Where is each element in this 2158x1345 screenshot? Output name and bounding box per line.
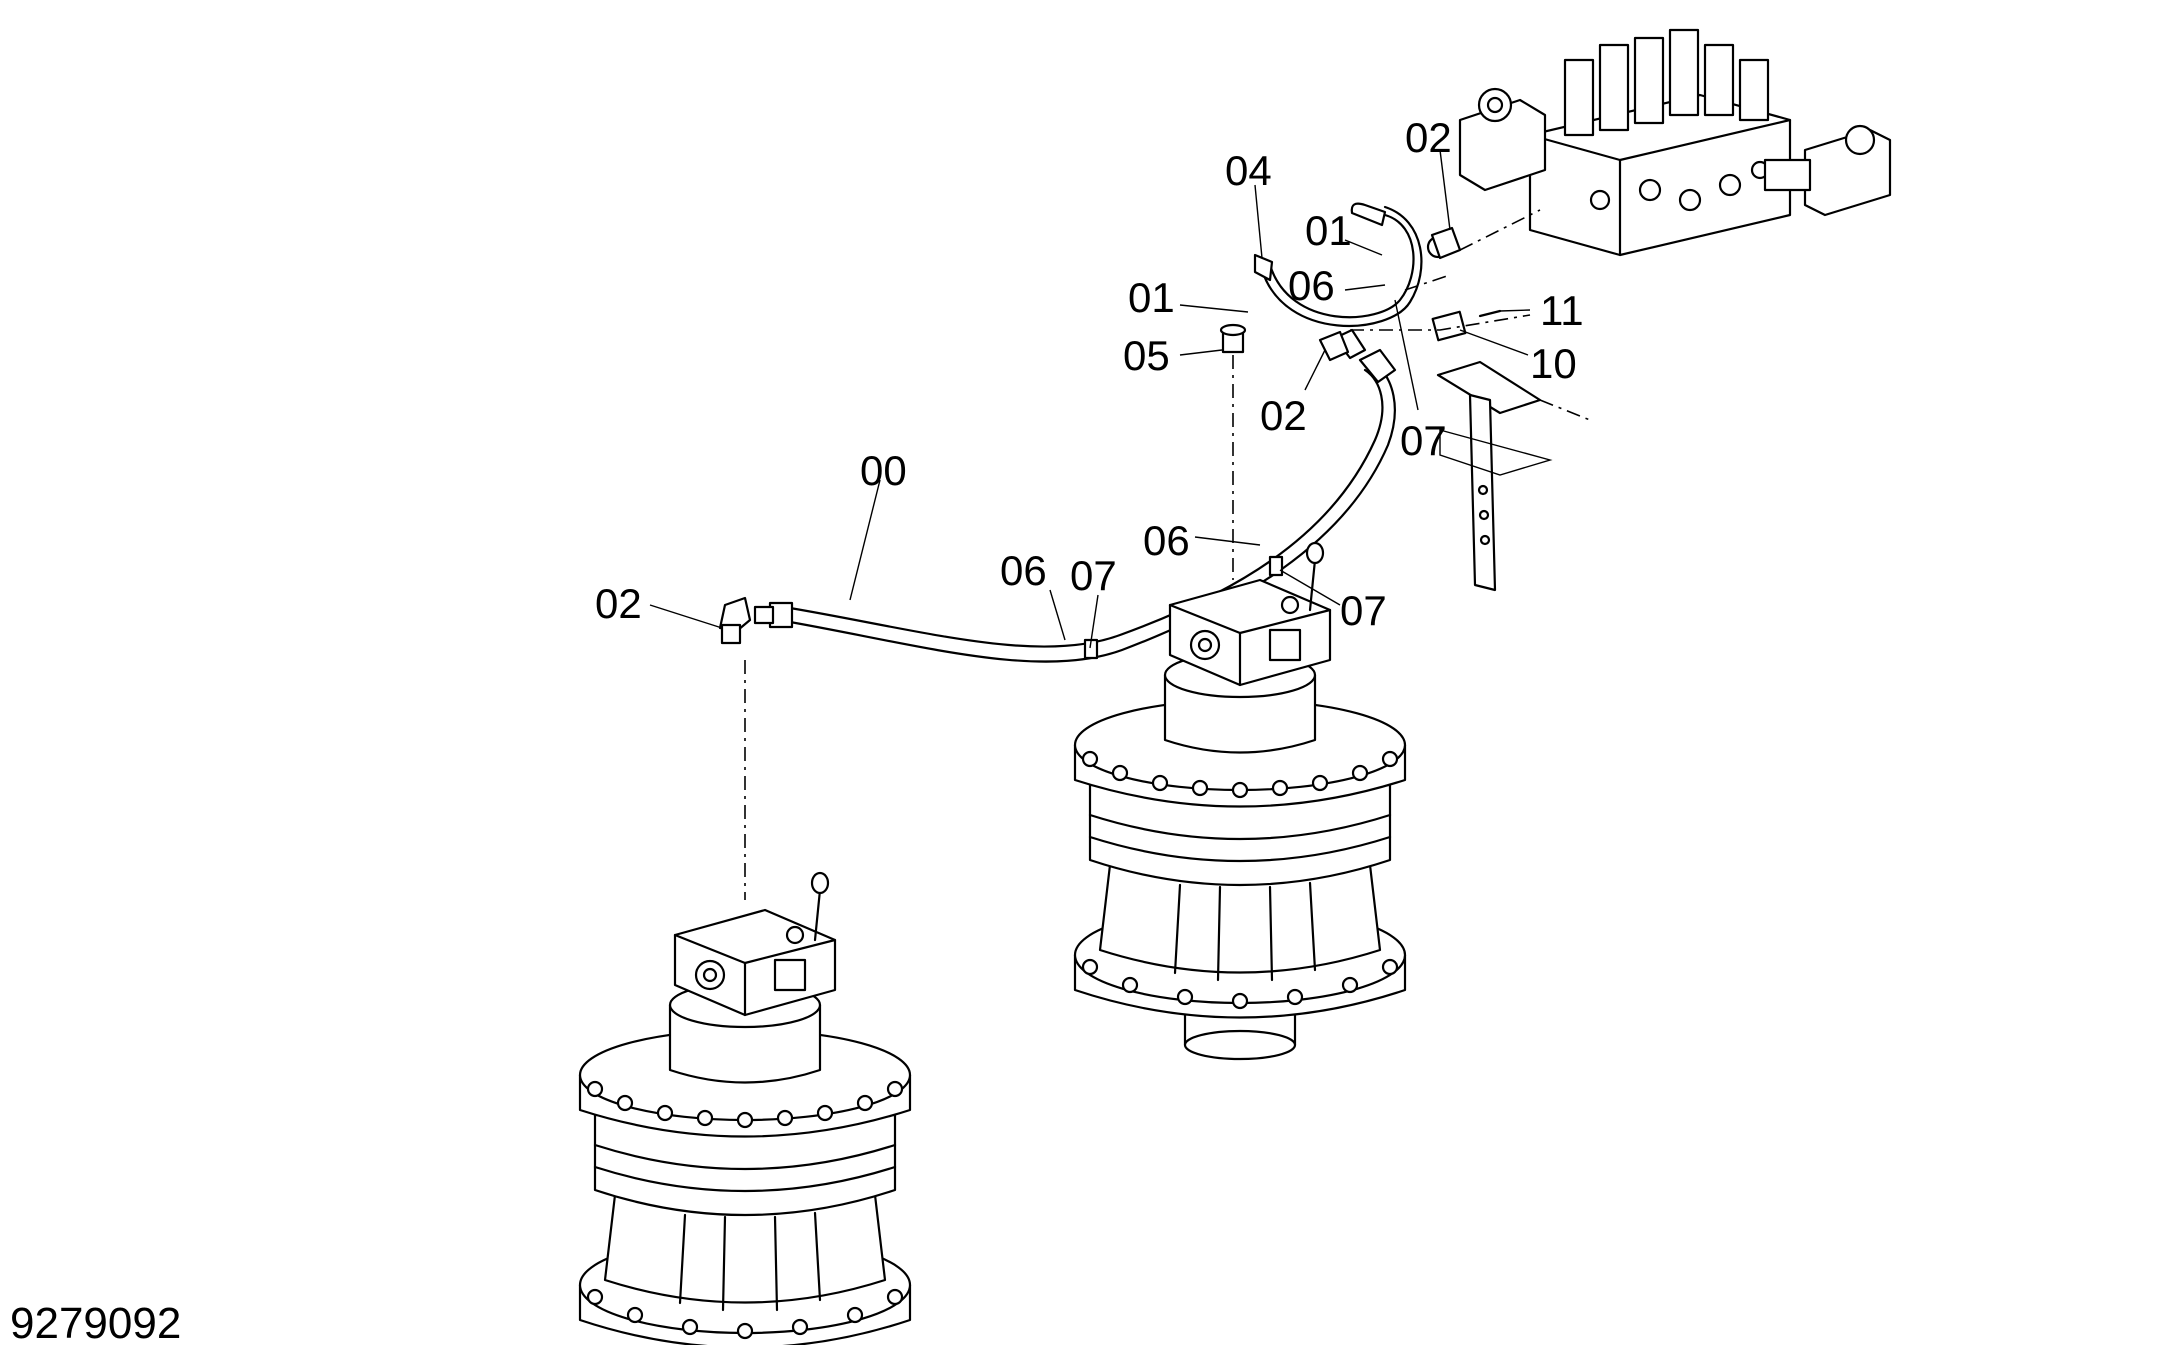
adapter-fitting	[1219, 323, 1247, 354]
callout-04: 04	[1225, 147, 1272, 194]
callout-02: 02	[1260, 392, 1307, 439]
elbow-fitting	[1318, 330, 1350, 362]
callout-07: 07	[1070, 552, 1117, 599]
document-number: 9279092	[10, 1299, 181, 1345]
callout-06: 06	[1000, 547, 1047, 594]
callout-00: 00	[860, 447, 907, 494]
elbow-fitting	[718, 596, 752, 645]
callout-05: 05	[1123, 332, 1170, 379]
callout-06: 06	[1143, 517, 1190, 564]
callout-11: 11	[1540, 287, 1584, 334]
callout-01: 01	[1128, 274, 1175, 321]
callout-01: 01	[1305, 207, 1352, 254]
swing-motor-left	[578, 871, 912, 1345]
control-valve-assembly	[1458, 28, 1892, 257]
callout-10: 10	[1530, 340, 1577, 387]
mounting-bracket	[1431, 309, 1553, 592]
callout-06: 06	[1288, 262, 1335, 309]
callout-02: 02	[1405, 114, 1452, 161]
hose-04	[1253, 202, 1450, 327]
callout-02: 02	[595, 580, 642, 627]
callout-07: 07	[1340, 587, 1387, 634]
callout-07: 07	[1400, 417, 1447, 464]
